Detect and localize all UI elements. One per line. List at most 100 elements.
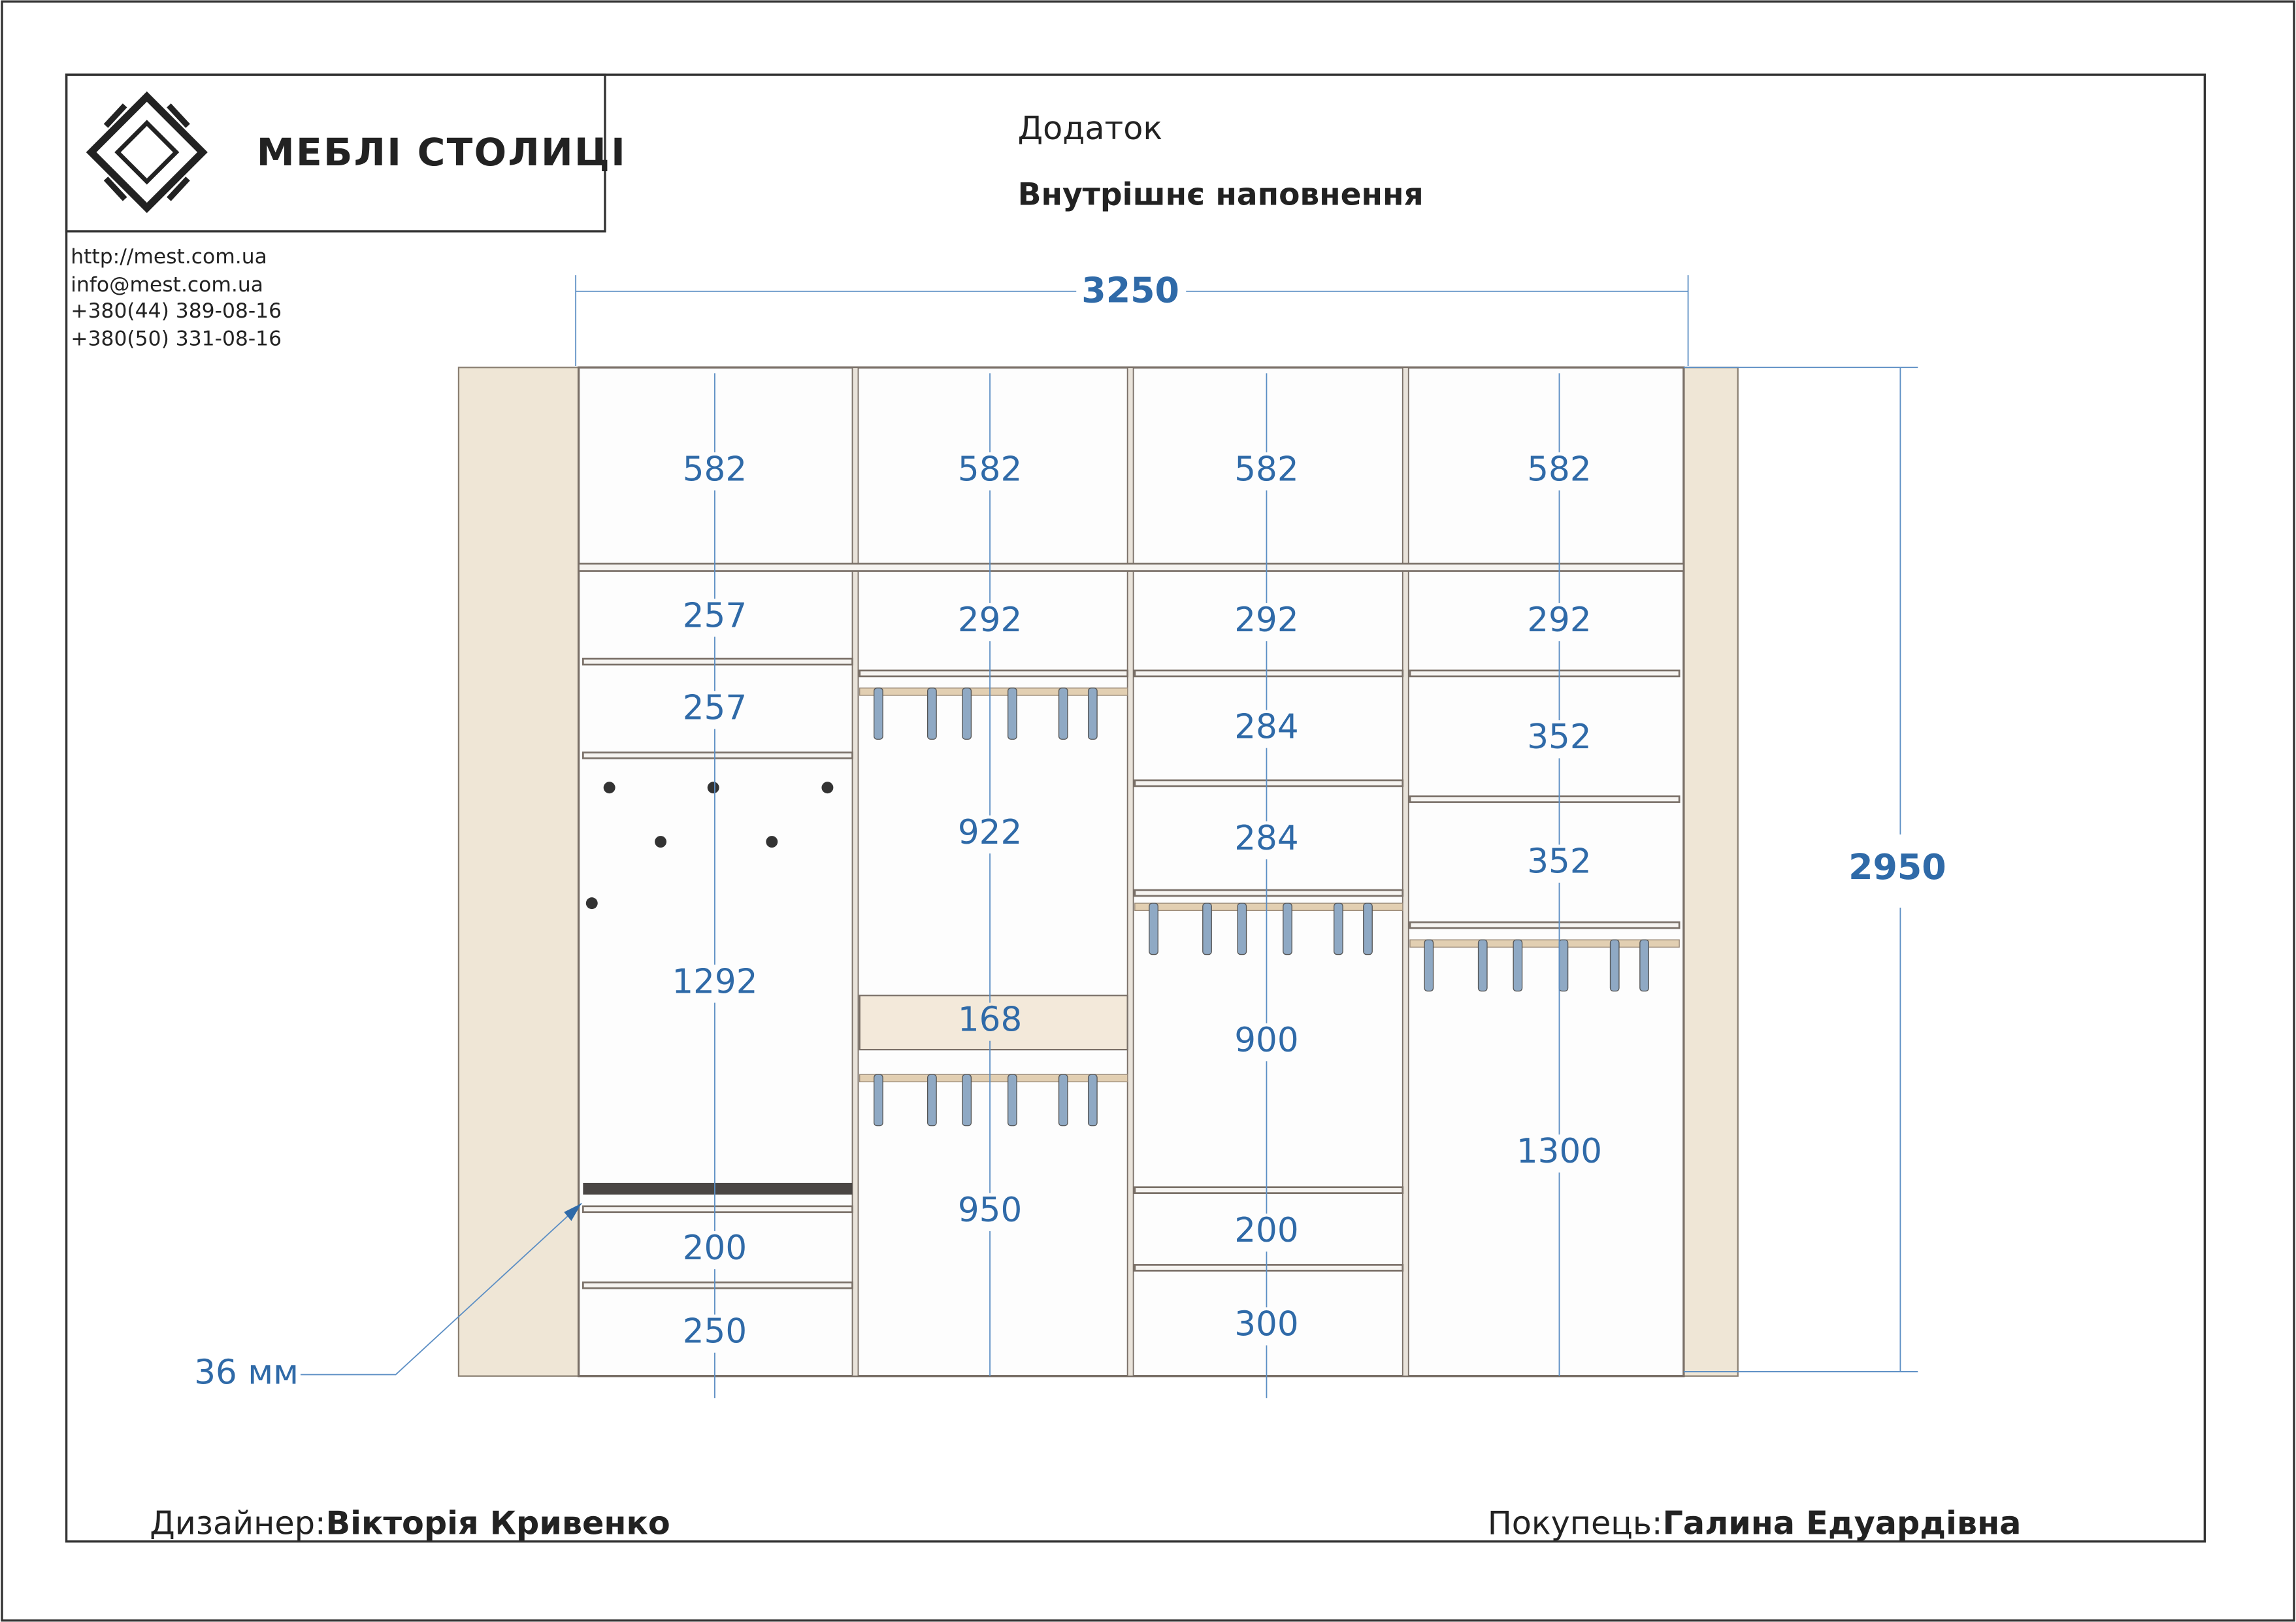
phone-2: +380(50) 331-08-16 — [71, 327, 282, 351]
section-height-label: 1292 — [672, 962, 757, 1001]
left-side-panel — [457, 367, 580, 1377]
shelf — [859, 669, 1128, 678]
label-background — [951, 452, 1028, 491]
hanger-icon — [1333, 902, 1343, 955]
hanger-icon — [1363, 902, 1373, 955]
section-height-label: 257 — [683, 596, 747, 635]
hanger-icon — [1237, 902, 1247, 955]
logo-box — [65, 73, 606, 233]
shelf — [1134, 669, 1404, 678]
customer: Покупець:Галина Едуардівна — [1488, 1504, 2022, 1542]
label-background — [1521, 603, 1598, 642]
label-background — [1521, 844, 1598, 883]
shelf — [582, 1205, 853, 1214]
section-height-label: 352 — [1527, 842, 1591, 882]
logo-icon — [86, 91, 208, 214]
label-background — [676, 965, 753, 1003]
label-background — [676, 691, 753, 729]
designer-label: Дизайнер: — [150, 1504, 325, 1542]
label-background — [1228, 1214, 1305, 1252]
section-height-label: 582 — [683, 450, 747, 489]
vertical-divider — [1402, 367, 1409, 1377]
label-background — [1521, 452, 1598, 491]
label-background — [951, 603, 1028, 642]
thickness-note: 36 мм — [194, 1353, 299, 1392]
section-height-label: 352 — [1527, 718, 1591, 757]
label-background — [676, 599, 753, 637]
section-height-label: 922 — [958, 813, 1022, 852]
section-height-label: 292 — [1234, 601, 1298, 640]
shelf — [1134, 1264, 1404, 1272]
width-dimension: 3250 — [575, 270, 1689, 367]
section-height-label: 1300 — [1517, 1132, 1602, 1171]
label-background — [951, 1193, 1028, 1231]
thickness-callout: 36 мм — [194, 1202, 582, 1392]
appendix-label: Додаток — [1018, 109, 1162, 147]
height-dimension: 2950 — [1683, 367, 1946, 1372]
label-background — [951, 1002, 1028, 1041]
label-background — [676, 1231, 753, 1270]
section-height-label: 200 — [1234, 1211, 1298, 1250]
shelf — [1409, 669, 1681, 678]
section-height-label: 257 — [683, 688, 747, 727]
shoe-shelf — [583, 1182, 853, 1195]
label-background — [1228, 710, 1305, 748]
email-link[interactable]: info@mest.com.ua — [71, 273, 263, 297]
height-label: 2950 — [1848, 846, 1946, 887]
section-height-label: 284 — [1234, 819, 1298, 858]
shelf — [582, 752, 853, 759]
hanger-icon — [1087, 1074, 1098, 1127]
hanger-icon — [927, 687, 937, 740]
section-height-label: 292 — [958, 601, 1022, 640]
hanger-icon — [1639, 939, 1649, 992]
label-background — [1228, 1307, 1305, 1346]
section-height-label: 582 — [958, 450, 1022, 489]
section-height-label: 900 — [1234, 1021, 1298, 1060]
designer-name: Вікторія Кривенко — [326, 1504, 670, 1542]
shelf — [582, 657, 853, 666]
hanger-icon — [1283, 902, 1292, 955]
frame-border — [65, 73, 2206, 1543]
width-label: 3250 — [1081, 270, 1179, 311]
hanger-icon — [1058, 1074, 1068, 1127]
section-height-label: 284 — [1234, 708, 1298, 747]
shelf — [1134, 1186, 1404, 1195]
hanger-icon — [874, 687, 883, 740]
hanger-icon — [962, 687, 972, 740]
contacts: http://mest.com.ua info@mest.com.ua +380… — [71, 245, 282, 350]
logo-text: МЕБЛІ СТОЛИЦІ — [257, 130, 627, 174]
label-background — [1228, 1023, 1305, 1062]
label-background — [1521, 1134, 1598, 1173]
hanger-icon — [1087, 687, 1098, 740]
section-height-label: 582 — [1527, 450, 1591, 489]
label-background — [1228, 603, 1305, 642]
vertical-divider — [851, 367, 859, 1377]
hanging-rod — [859, 687, 1128, 696]
coat-hook-icon — [766, 836, 778, 848]
hanging-rod — [859, 1074, 1128, 1083]
label-background — [1228, 821, 1305, 859]
hanger-icon — [1477, 939, 1488, 992]
hanging-rod — [1134, 902, 1403, 911]
coat-hook-icon — [655, 836, 667, 848]
hanger-icon — [927, 1074, 937, 1127]
section-height-label: 300 — [1234, 1305, 1298, 1344]
hanger-icon — [1007, 687, 1017, 740]
hanger-icon — [962, 1074, 972, 1127]
hanger-icon — [1513, 939, 1523, 992]
label-background — [676, 452, 753, 491]
hanger-icon — [1007, 1074, 1017, 1127]
website-link[interactable]: http://mest.com.ua — [71, 245, 267, 269]
shelf — [1409, 795, 1681, 803]
customer-name: Галина Едуардівна — [1662, 1504, 2021, 1542]
hanger-icon — [1424, 939, 1434, 992]
hanger-icon — [1202, 902, 1212, 955]
customer-label: Покупець: — [1488, 1504, 1663, 1542]
label-background — [1521, 720, 1598, 759]
hanger-icon — [874, 1074, 883, 1127]
section-height-label: 582 — [1234, 450, 1298, 489]
shelf — [1409, 921, 1681, 929]
hanging-rod — [1409, 939, 1680, 948]
section-height-label: 950 — [958, 1191, 1022, 1230]
